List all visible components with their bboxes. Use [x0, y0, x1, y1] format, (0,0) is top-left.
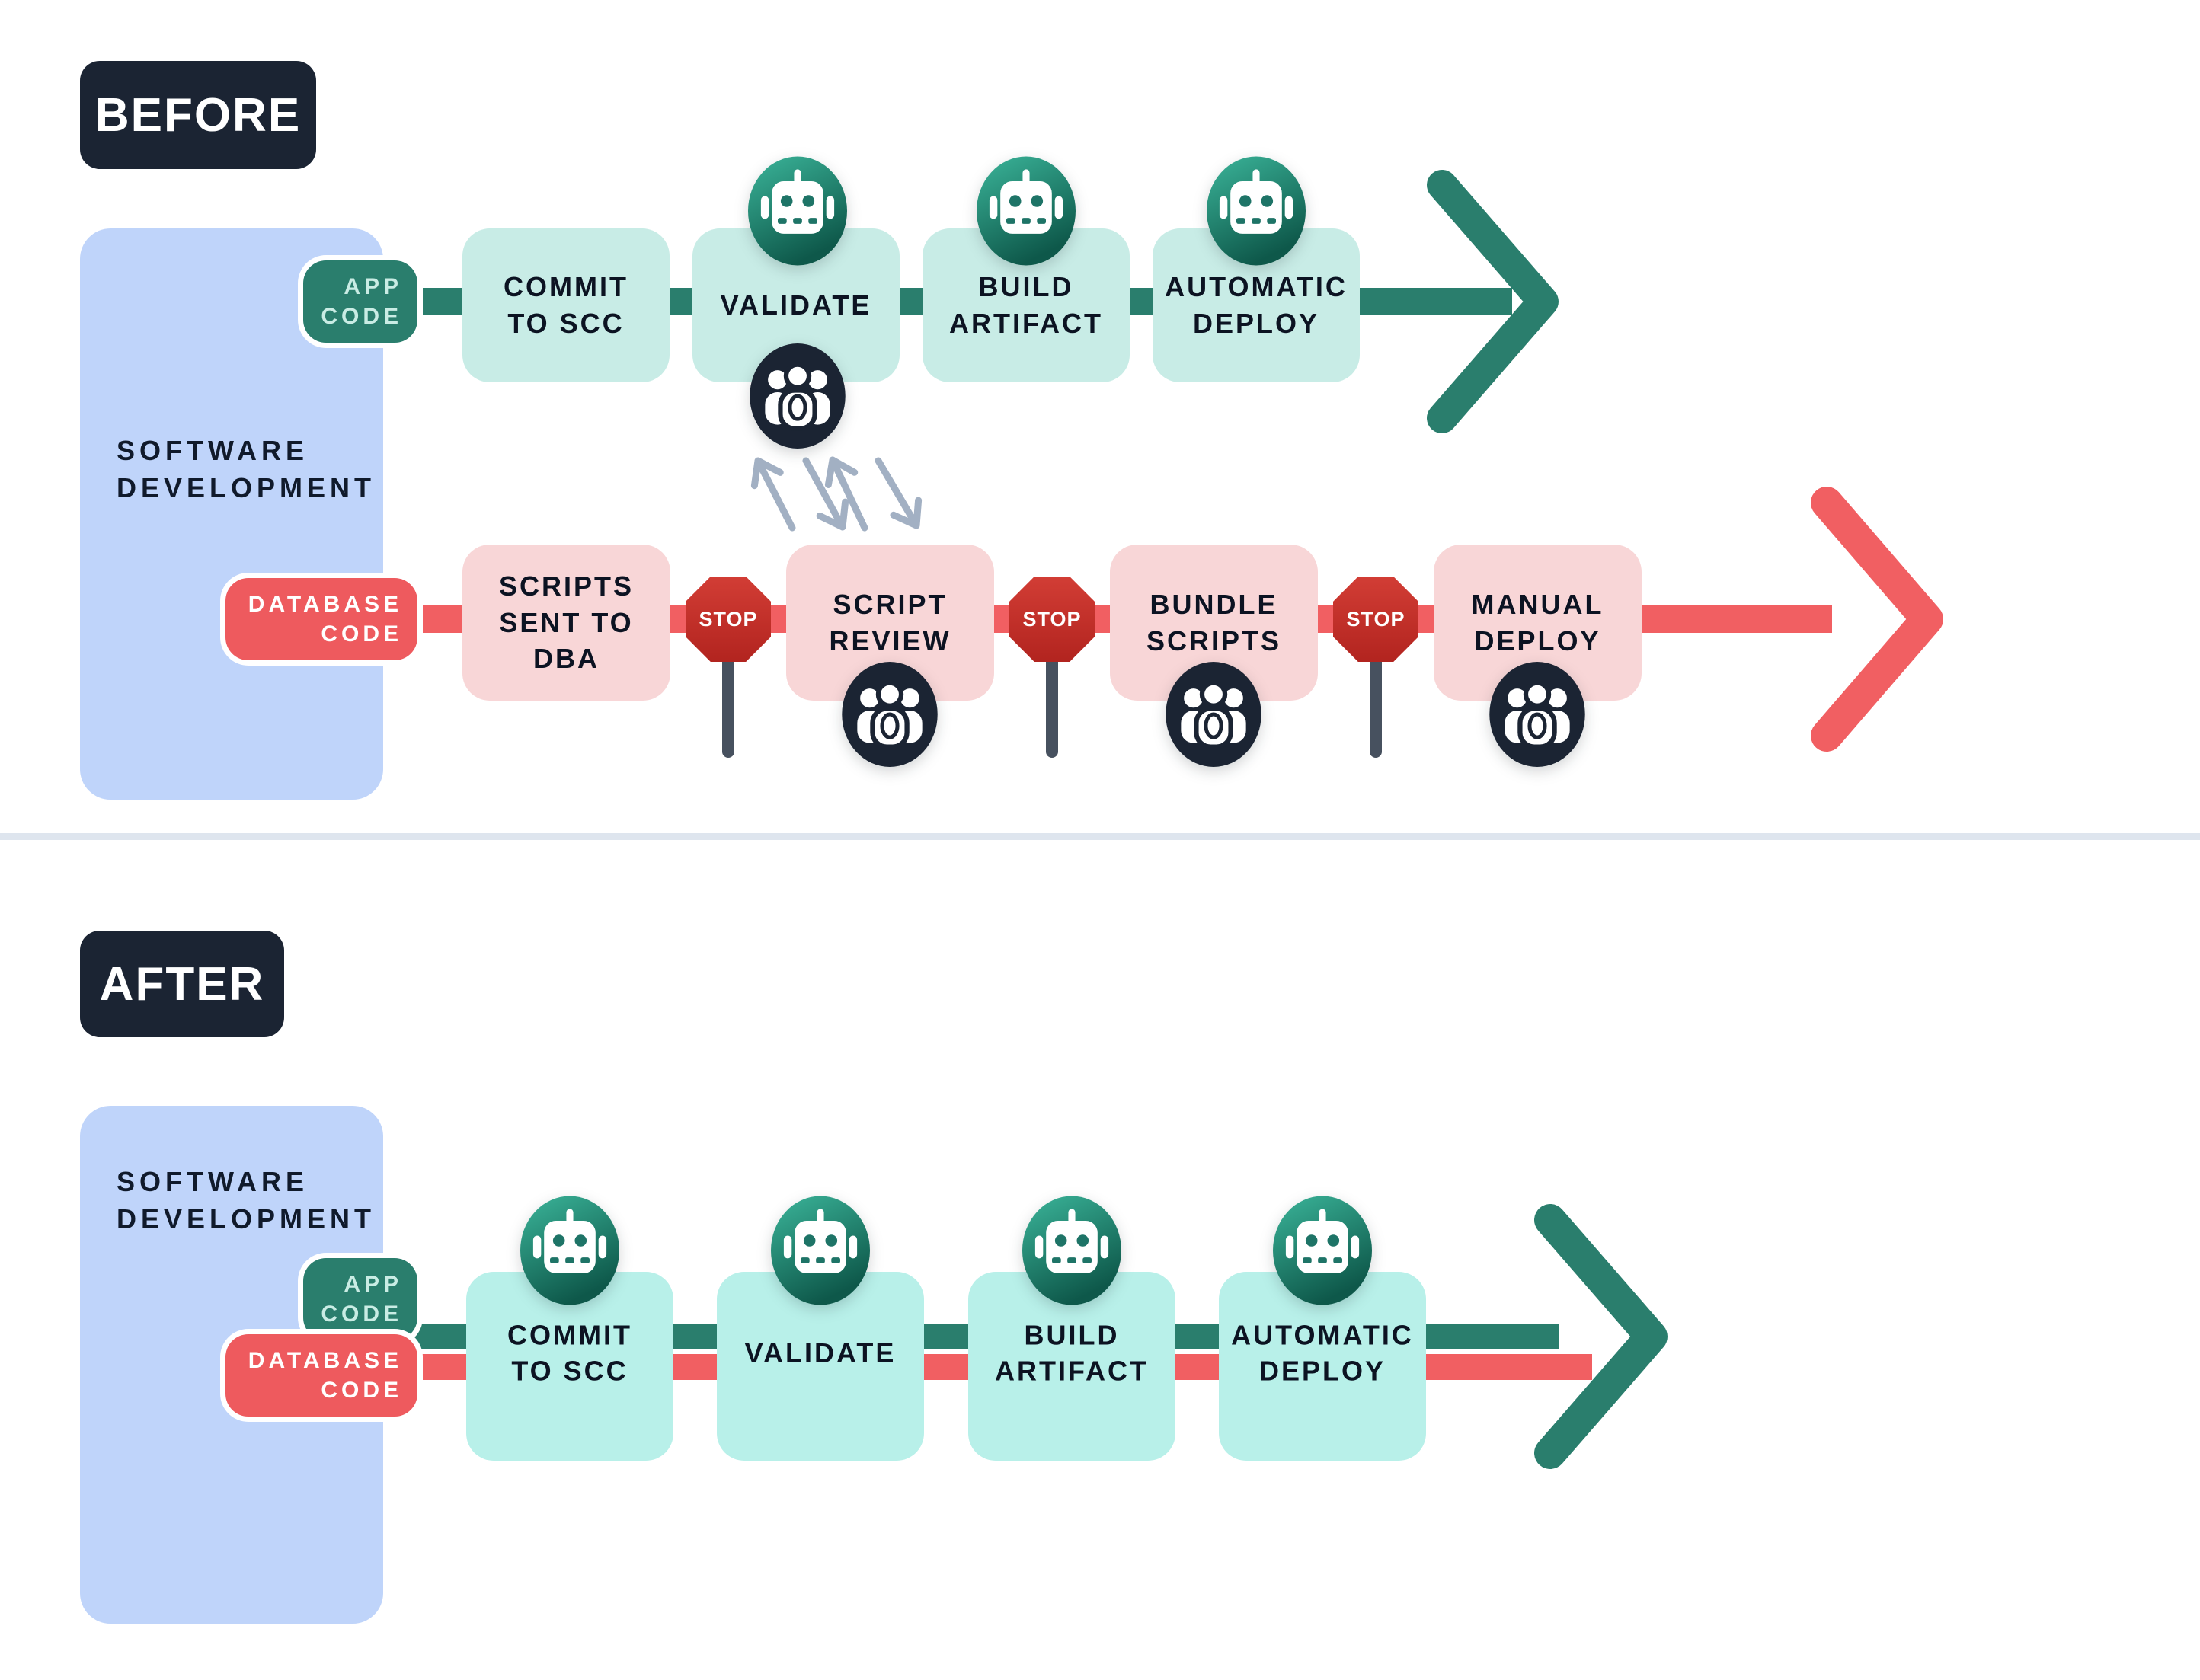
back-and-forth-arrows-icon	[750, 456, 923, 532]
section-divider	[0, 833, 2200, 840]
database-code-pill-after: DATABASE CODE	[225, 1334, 417, 1417]
after-section-label: AFTER	[80, 931, 284, 1037]
step-build-artifact-before: BUILD ARTIFACT	[923, 228, 1130, 382]
database-code-pill-label: DATABASE CODE	[248, 1348, 402, 1403]
step-label: MANUAL DEPLOY	[1471, 588, 1604, 656]
step-automatic-deploy-after: AUTOMATIC DEPLOY	[1219, 1272, 1426, 1461]
app-flow-arrow-before	[1356, 170, 1559, 433]
database-code-pill-before: DATABASE CODE	[225, 578, 417, 660]
step-label: AUTOMATIC DEPLOY	[1165, 271, 1348, 339]
stop-sign-post	[1370, 651, 1382, 758]
app-code-pill-label: APP CODE	[321, 274, 402, 329]
stop-sign-label: STOP	[699, 607, 758, 631]
robot-icon	[977, 156, 1076, 266]
app-code-pill-label: APP CODE	[321, 1272, 402, 1327]
stop-sign-label: STOP	[1346, 607, 1405, 631]
step-label: VALIDATE	[744, 1337, 897, 1369]
step-label: BUILD ARTIFACT	[949, 271, 1103, 339]
step-commit-to-scc-before: COMMIT TO SCC	[462, 228, 670, 382]
team-icon	[1489, 662, 1585, 767]
step-label: BUILD ARTIFACT	[995, 1319, 1149, 1387]
stop-sign-post	[722, 651, 734, 758]
step-label: BUNDLE SCRIPTS	[1146, 588, 1282, 656]
stop-sign: STOP	[686, 577, 771, 662]
database-code-pill-label: DATABASE CODE	[248, 592, 402, 647]
step-label: VALIDATE	[720, 289, 872, 321]
step-label: COMMIT TO SCC	[504, 271, 628, 339]
step-scripts-sent-to-dba: SCRIPTS SENT TO DBA	[462, 545, 670, 701]
robot-icon	[520, 1196, 619, 1305]
software-development-label: SOFTWARE DEVELOPMENT	[117, 1166, 376, 1234]
robot-icon	[1273, 1196, 1372, 1305]
team-icon	[842, 662, 938, 767]
step-label: SCRIPTS SENT TO DBA	[498, 570, 635, 675]
stop-sign-label: STOP	[1022, 607, 1082, 631]
app-code-pill-before: APP CODE	[303, 260, 417, 343]
before-label-text: BEFORE	[94, 88, 302, 142]
app-code-pill-after: APP CODE	[303, 1258, 417, 1340]
before-section-label: BEFORE	[80, 61, 316, 169]
stop-sign: STOP	[1333, 577, 1418, 662]
step-label: SCRIPT REVIEW	[829, 588, 951, 656]
stop-sign-post	[1046, 651, 1058, 758]
db-flow-arrow-before	[1638, 487, 1943, 752]
software-development-label: SOFTWARE DEVELOPMENT	[117, 435, 376, 503]
team-icon	[750, 343, 846, 449]
team-icon	[1166, 662, 1261, 767]
step-label: AUTOMATIC DEPLOY	[1231, 1319, 1414, 1387]
after-label-text: AFTER	[99, 957, 265, 1011]
robot-icon	[1207, 156, 1306, 266]
step-label: COMMIT TO SCC	[507, 1319, 632, 1387]
robot-icon	[1022, 1196, 1121, 1305]
robot-icon	[748, 156, 847, 266]
robot-icon	[771, 1196, 870, 1305]
stop-sign: STOP	[1009, 577, 1095, 662]
